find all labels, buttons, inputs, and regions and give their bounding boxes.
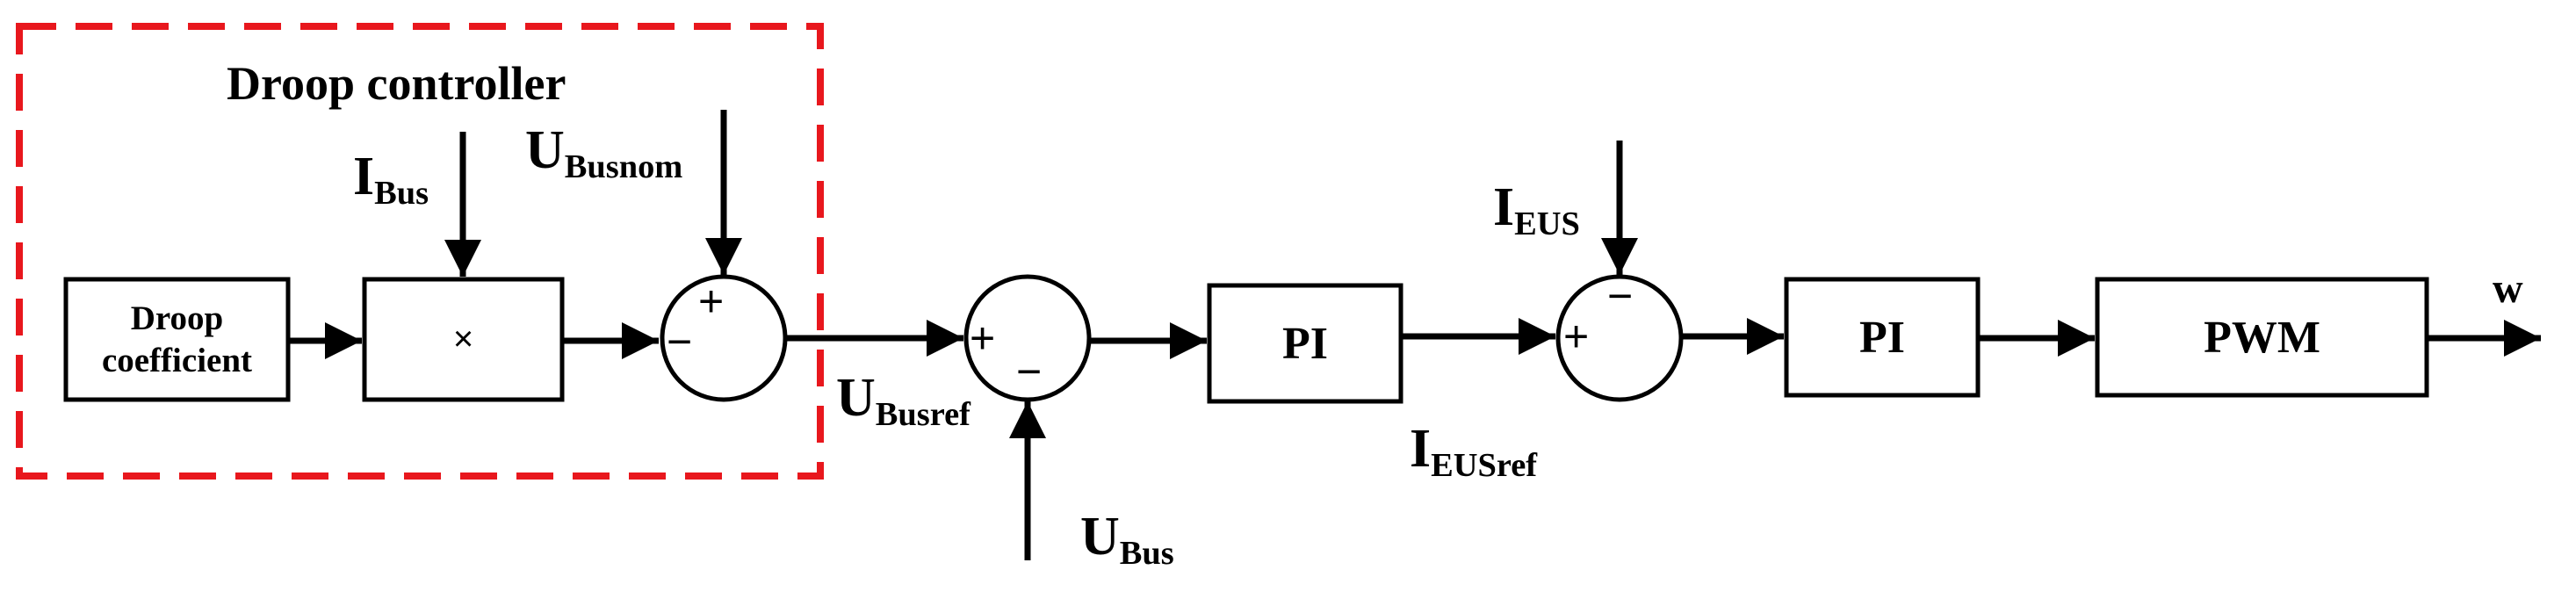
sum3-minus-sign: − — [1607, 271, 1634, 321]
pi-label-2: PI — [1859, 312, 1905, 363]
sum3-plus-sign: + — [1563, 312, 1590, 361]
droop-coefficient-line2: coefficient — [101, 341, 253, 379]
u-bus-label: UBus — [1080, 507, 1174, 572]
w-output-label: w — [2493, 265, 2523, 312]
i-bus-label: IBus — [353, 147, 429, 212]
droop-controller-title: Droop controller — [227, 57, 566, 110]
u-busref-label: UBusref — [836, 368, 971, 433]
droop-coefficient-label: Droop coefficient — [66, 279, 288, 400]
sum1-plus-sign: + — [698, 277, 725, 326]
i-eusref-label: IEUSref — [1410, 419, 1538, 484]
pi-block-1 — [1207, 283, 1403, 404]
i-eus-label: IEUS — [1493, 177, 1580, 242]
droop-controller-group-border — [16, 23, 824, 480]
droop-coefficient-line1: Droop — [130, 299, 224, 337]
sum1-minus-sign: − — [667, 317, 693, 366]
sum2-plus-sign: + — [970, 314, 996, 363]
pi-label-1: PI — [1282, 318, 1328, 369]
pwm-label: PWM — [2204, 312, 2320, 363]
multiplier-symbol: × — [452, 320, 474, 358]
u-busnom-label: UBusnom — [525, 120, 683, 185]
sum2-minus-sign: − — [1016, 347, 1043, 396]
